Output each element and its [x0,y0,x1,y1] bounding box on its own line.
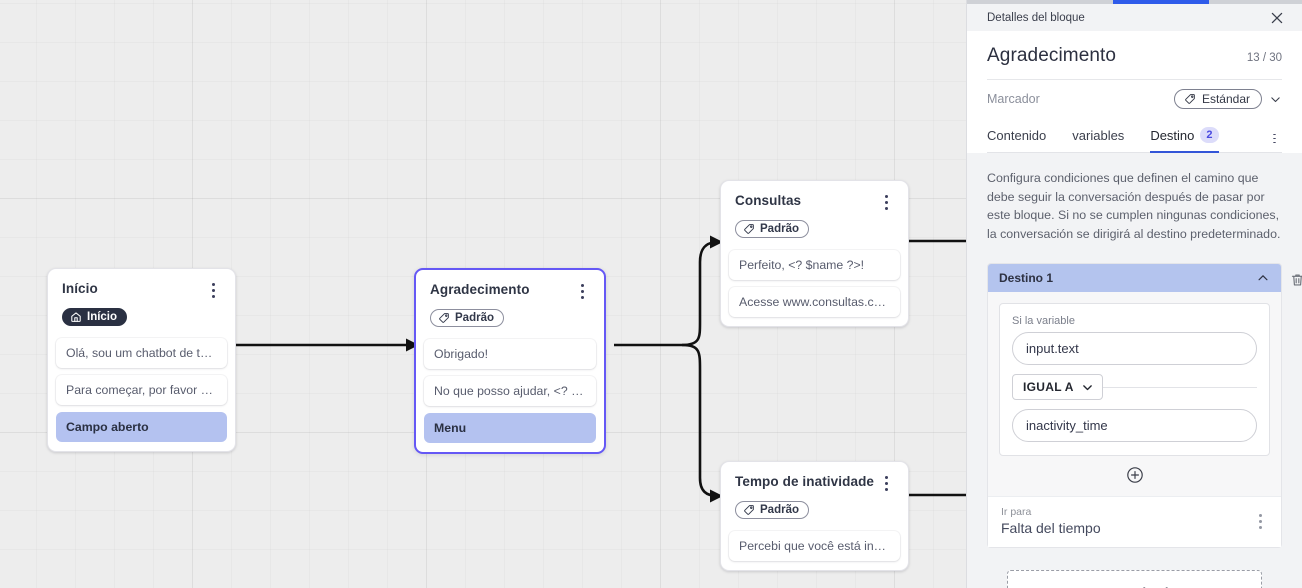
node-badge-label: Padrão [760,504,799,516]
chevron-down-icon[interactable] [1269,93,1282,106]
node-message[interactable]: Acesse www.consultas.com par... [729,287,900,317]
status-badge: 2 [1200,127,1219,143]
destination-header[interactable]: Destino 1 [988,264,1281,292]
flow-node-consultas[interactable]: Consultas Padrão Perfeito, <? $name ?>! … [720,180,909,327]
node-menu-button[interactable] [878,474,894,492]
tag-icon [1185,94,1195,104]
chevron-down-icon [1082,384,1092,390]
node-header: Tempo de inatividade Padrão [721,462,908,531]
node-title: Início [62,281,98,296]
node-header: Agradecimento Padrão [416,270,604,339]
destination-header-label: Destino 1 [999,271,1054,285]
marker-row: Marcador Estándar [987,80,1282,117]
node-messages: Olá, sou um chatbot de teste! Para começ… [48,338,235,451]
tag-icon [744,505,754,515]
home-icon [71,312,81,322]
node-badge[interactable]: Início [62,308,128,326]
tab-variables[interactable]: variables [1072,122,1124,152]
goto-label: Ir para [1001,506,1032,518]
node-badge-label: Padrão [760,223,799,235]
block-details-panel: Detalles del bloque Agradecimento 13 / 3… [966,0,1302,588]
destination-card: Destino 1 Si la variable IGUAL A [987,263,1302,548]
tag-icon [439,313,449,323]
node-menu-button[interactable] [878,193,894,211]
flow-node-inicio[interactable]: Início Início Olá, sou um chatbot de tes… [47,268,236,452]
tabs-more-menu-button[interactable] [1266,134,1282,152]
operator-select[interactable]: IGUAL A [1012,374,1103,400]
variable-input[interactable] [1012,332,1257,365]
tab-contenido[interactable]: Contenido [987,122,1046,152]
top-progress-bar [967,0,1302,4]
node-title: Consultas [735,193,802,208]
node-message[interactable]: Para começar, por favor digite o ... [56,375,227,405]
goto-card[interactable]: Ir para Falta del tiempo [988,496,1281,547]
node-badge[interactable]: Padrão [735,501,809,519]
destination-description: Configura condiciones que definen el cam… [987,171,1281,241]
operator-label: IGUAL A [1023,380,1074,394]
node-header: Consultas Padrão [721,181,908,250]
page-title: Agradecimento [987,45,1117,66]
char-counter: 13 / 30 [1246,52,1282,64]
plus-circle-icon[interactable] [1126,466,1144,484]
chevron-up-icon[interactable] [1256,271,1270,285]
add-condition-row [988,456,1281,496]
flow-node-inatividade[interactable]: Tempo de inatividade Padrão Percebi que … [720,461,909,571]
tab-label: Contenido [987,128,1047,143]
condition-box: Si la variable IGUAL A [999,303,1270,456]
tab-label: variables [1072,128,1125,143]
condition-label: Si la variable [1012,315,1075,327]
node-message[interactable]: Obrigado! [424,339,596,369]
panel-tabs: Contenido variables Destino 2 [987,117,1282,153]
node-header: Início Início [48,269,235,338]
panel-top-section: Agradecimento 13 / 30 Marcador Estándar [967,31,1302,153]
tab-destino[interactable]: Destino 2 [1150,121,1219,153]
top-progress-fill [1113,0,1209,4]
panel-header-title: Detalles del bloque [987,11,1085,24]
marker-select[interactable]: Estándar [1173,89,1262,109]
node-messages: Perfeito, <? $name ?>! Acesse www.consul… [721,250,908,326]
node-badge-label: Início [87,311,118,323]
node-message[interactable]: Percebi que você está inativo. C... [729,531,900,561]
goto-menu-button[interactable] [1252,512,1268,530]
flow-canvas[interactable]: Início Início Olá, sou um chatbot de tes… [0,0,966,588]
panel-header: Detalles del bloque [967,4,1302,31]
node-message-highlight[interactable]: Menu [424,413,596,443]
node-badge-label: Padrão [455,312,494,324]
node-message[interactable]: Olá, sou um chatbot de teste! [56,338,227,368]
node-message[interactable]: Perfeito, <? $name ?>! [729,250,900,280]
block-title-row: Agradecimento 13 / 30 [987,31,1282,80]
node-title: Agradecimento [430,282,530,297]
flow-node-agradecimento[interactable]: Agradecimento Padrão Obrigado! No que po… [414,268,606,454]
node-title: Tempo de inatividade [735,474,875,489]
tag-icon [744,224,754,234]
panel-body: Configura condiciones que definen el cam… [967,153,1302,588]
tab-label: Destino [1150,127,1195,143]
node-message-highlight[interactable]: Campo aberto [56,412,227,442]
node-messages: Obrigado! No que posso ajudar, <? $name … [416,339,604,452]
close-icon[interactable] [1269,10,1285,26]
add-destination-button[interactable]: Agregar destino [1007,570,1262,588]
trash-icon[interactable] [1290,272,1302,288]
node-menu-button[interactable] [574,282,590,300]
operator-row: IGUAL A [1012,374,1257,400]
goto-value: Falta del tiempo [1001,520,1101,536]
marker-value: Estándar [1201,92,1250,106]
node-badge[interactable]: Padrão [430,309,504,327]
marker-label: Marcador [987,92,1040,106]
comparison-value-input[interactable] [1012,409,1257,442]
node-menu-button[interactable] [205,281,221,299]
node-message[interactable]: No que posso ajudar, <? $name ... [424,376,596,406]
node-badge[interactable]: Padrão [735,220,809,238]
node-messages: Percebi que você está inativo. C... [721,531,908,570]
